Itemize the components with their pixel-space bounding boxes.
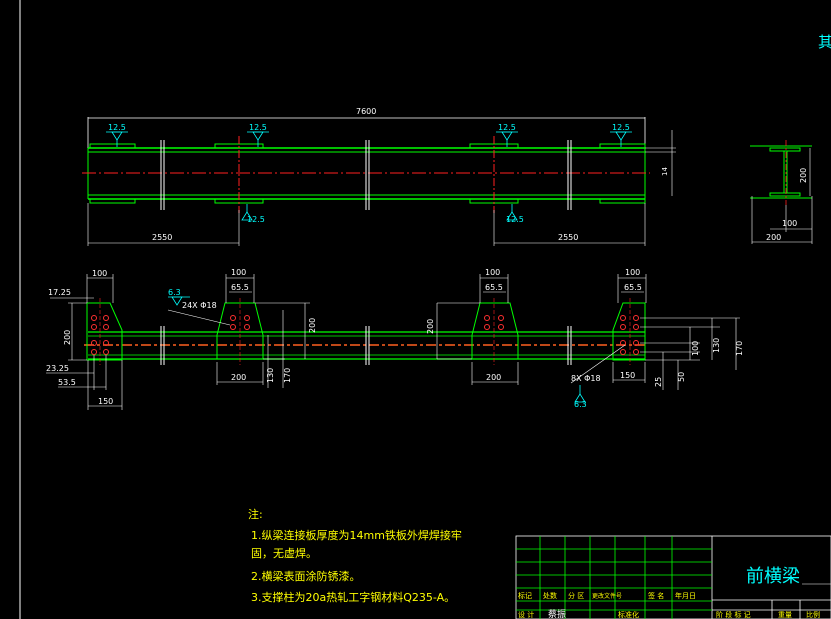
bv-hole-upper: 24X Φ18 bbox=[182, 301, 217, 310]
bv-dim-100-a: 100 bbox=[92, 269, 107, 278]
tb-r2-c2: 蔡振 bbox=[548, 608, 566, 619]
dim-left-span: 2550 bbox=[152, 233, 172, 242]
tb-r3-c1: 阶 段 标 记 bbox=[716, 610, 751, 619]
bv-dim-2325: 23.25 bbox=[46, 364, 69, 373]
plate-top-4 bbox=[599, 143, 646, 149]
weld-label-2: 12.5 bbox=[249, 123, 267, 132]
top-view: 7600 12.5 bbox=[82, 107, 676, 246]
bolt-holes bbox=[91, 315, 639, 355]
bv-plate-4 bbox=[612, 298, 646, 365]
plate-bottom-4 bbox=[599, 198, 646, 204]
bv-dim-100-p4: 100 bbox=[691, 341, 700, 356]
web-stiffeners bbox=[160, 140, 572, 210]
bv-dim-100-d: 100 bbox=[625, 268, 640, 277]
section-width: 200 bbox=[766, 233, 781, 242]
bv-dim-170-p2: 170 bbox=[283, 368, 292, 383]
bv-dim-100-c: 100 bbox=[485, 268, 500, 277]
section-top-flange bbox=[769, 147, 801, 152]
weld-symbol-top-3: 12.5 bbox=[496, 123, 518, 147]
weld-symbol-bottom-2: 12.5 bbox=[506, 204, 524, 224]
bv-dim-50-p4: 50 bbox=[677, 372, 686, 382]
bv-dim-lines-p3 bbox=[436, 302, 519, 385]
tb-r1-c5: 签 名 bbox=[648, 591, 664, 600]
plate-top-1 bbox=[89, 143, 136, 149]
bv-dim-25-p4: 25 bbox=[654, 377, 663, 387]
dim-overall-length: 7600 bbox=[356, 107, 376, 116]
section-height: 200 bbox=[799, 168, 808, 183]
bv-dim-lines-p4 bbox=[612, 317, 740, 390]
bottom-view: 100 100 65.5 100 65.5 100 65.5 17.25 200… bbox=[46, 268, 744, 410]
tb-r2-c4: 标准化 bbox=[618, 610, 639, 619]
bv-dim-130-p2: 130 bbox=[266, 368, 275, 383]
tb-r3-c3: 比例 bbox=[806, 610, 820, 619]
weld-label-3: 12.5 bbox=[498, 123, 516, 132]
bv-stiffeners bbox=[160, 326, 572, 365]
title-block: 前横梁 标记 处数 分 区 更改文件号 签 名 年月日 设 计 蔡振 标准化 阶… bbox=[515, 535, 831, 619]
weld-label-4: 12.5 bbox=[612, 123, 630, 132]
notes-title: 注: bbox=[248, 508, 263, 521]
bv-dim-655-c: 65.5 bbox=[485, 283, 503, 292]
dim-right-span: 2550 bbox=[558, 233, 578, 242]
bv-dim-655-d: 65.5 bbox=[624, 283, 642, 292]
bv-dim-200-left: 200 bbox=[63, 330, 72, 345]
bv-dim-535: 53.5 bbox=[58, 378, 76, 387]
corner-char: 其 bbox=[818, 33, 831, 51]
bv-plate-3 bbox=[471, 298, 519, 365]
tb-r1-c6: 年月日 bbox=[675, 591, 696, 600]
tb-r1-c1: 标记 bbox=[518, 591, 532, 600]
bv-dim-170-p4: 170 bbox=[735, 341, 744, 356]
tb-r2-c1: 设 计 bbox=[518, 610, 534, 619]
bv-weld-callout-upper: 6.3 24X Φ18 bbox=[167, 288, 231, 326]
plate-bottom-1 bbox=[89, 198, 136, 204]
weld-label-1: 12.5 bbox=[108, 123, 126, 132]
bv-dim-lines-left bbox=[46, 297, 123, 410]
bv-dim-150-p4: 150 bbox=[620, 371, 635, 380]
support-centerlines bbox=[238, 136, 495, 213]
drawing-name: 前横梁 bbox=[746, 566, 800, 587]
bv-dim-200-p3: 200 bbox=[486, 373, 501, 382]
bv-dim-lines-p2 bbox=[216, 302, 310, 388]
dim-flange-14: 14 bbox=[661, 167, 669, 176]
section-view: 200 100 200 bbox=[750, 140, 813, 244]
notes-line-4: 3.支撑柱为20a热轧工字钢材料Q235-A。 bbox=[251, 591, 456, 604]
weld-symbol-top-1: 12.5 bbox=[106, 123, 128, 147]
bv-weld-callout-lower: 8X Φ18 6.3 bbox=[570, 344, 626, 409]
bv-plate-1 bbox=[86, 298, 123, 365]
bv-weld-lower-label: 6.3 bbox=[574, 400, 587, 409]
bv-dim-150-left: 150 bbox=[98, 397, 113, 406]
weld-symbol-top-2: 12.5 bbox=[247, 123, 269, 147]
bv-weld-upper-label: 6.3 bbox=[168, 288, 181, 297]
tb-r3-c2: 重量 bbox=[778, 611, 792, 619]
bv-dim-100-b: 100 bbox=[231, 268, 246, 277]
notes-line-3: 2.横梁表面涂防锈漆。 bbox=[251, 570, 361, 583]
tb-r1-c4: 更改文件号 bbox=[592, 592, 622, 600]
bv-dim-lines-top bbox=[86, 274, 647, 303]
bv-dim-200-p2: 200 bbox=[231, 373, 246, 382]
section-half-width: 100 bbox=[782, 219, 797, 228]
notes-line-1: 1.纵梁连接板厚度为14mm铁板外焊焊接牢 bbox=[251, 529, 462, 542]
bv-dim-200-p3v: 200 bbox=[426, 319, 435, 334]
weld-symbol-bottom-1: 12.5 bbox=[241, 204, 265, 224]
tb-r1-c3: 分 区 bbox=[568, 591, 584, 600]
tb-r1-c2: 处数 bbox=[543, 591, 557, 600]
notes-line-2: 固，无虚焊。 bbox=[251, 547, 317, 560]
weld-label-6: 12.5 bbox=[506, 215, 524, 224]
bv-dim-200-p2v: 200 bbox=[308, 318, 317, 333]
bv-dim-1725: 17.25 bbox=[48, 288, 71, 297]
weld-symbol-top-4: 12.5 bbox=[610, 123, 632, 147]
section-bottom-flange bbox=[769, 192, 801, 197]
bv-dim-130-p4: 130 bbox=[712, 338, 721, 353]
weld-label-5: 12.5 bbox=[247, 215, 265, 224]
bv-dim-655-b: 65.5 bbox=[231, 283, 249, 292]
bv-hole-lower: 8X Φ18 bbox=[571, 374, 601, 383]
